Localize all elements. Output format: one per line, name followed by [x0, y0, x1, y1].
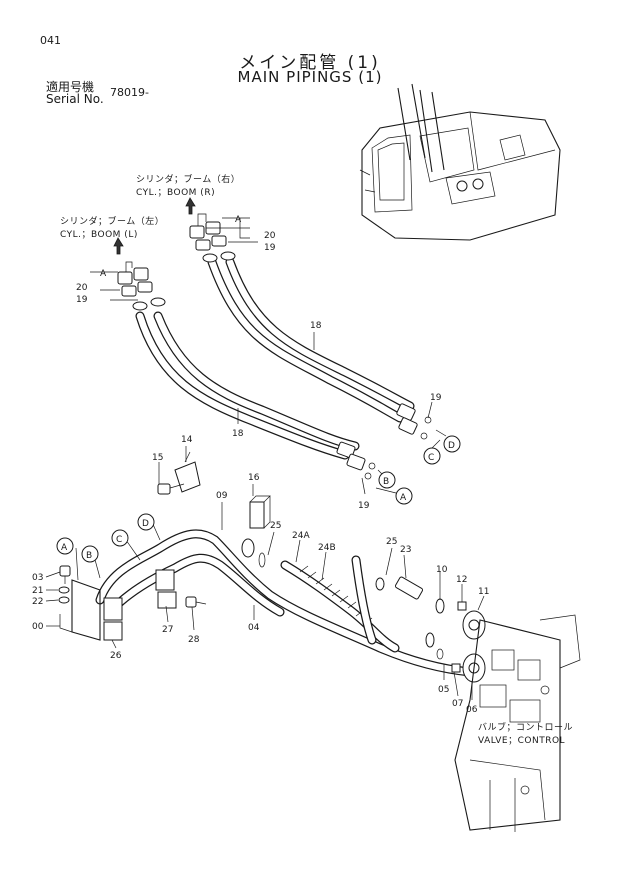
svg-text:C: C: [116, 535, 122, 545]
caption-valve-en: VALVE；CONTROL: [478, 736, 566, 746]
part-10: 10: [436, 565, 448, 575]
part-15: 15: [152, 453, 163, 463]
hose-assembly-boom-l: [117, 261, 376, 480]
leader-lines: [45, 217, 485, 700]
part-14: 14: [181, 435, 193, 445]
page-title-jp: メイン配管 (1): [239, 53, 381, 73]
part-18-lower: 18: [232, 429, 244, 439]
part-25-right: 25: [386, 537, 397, 547]
part-18-upper: 18: [310, 321, 322, 331]
part-27: 27: [162, 625, 173, 635]
part-19-bottom: 19: [358, 501, 370, 511]
part-20-lower: 20: [76, 283, 88, 293]
block-16: [249, 495, 271, 529]
flange-11: [457, 601, 486, 640]
flange-06: [451, 653, 486, 683]
caption-boom-l-jp: シリンダ；ブーム（左）: [60, 217, 165, 227]
caption-valve-jp: バルブ；コントロール: [478, 723, 574, 733]
bolt-28: [185, 596, 207, 608]
part-22: 22: [32, 597, 43, 607]
callout-A-lower: A: [56, 537, 74, 555]
flex-hose: [280, 555, 400, 653]
svg-text:D: D: [142, 519, 149, 529]
svg-text:A: A: [400, 493, 407, 503]
bracket-26: [59, 579, 123, 641]
part-06: 06: [466, 705, 478, 715]
part-19-upper: 19: [264, 243, 276, 253]
part-24A: 24A: [292, 531, 310, 541]
svg-text:A: A: [61, 543, 68, 553]
page-title-en: MAIN PIPINGS (1): [237, 68, 383, 86]
part-03: 03: [32, 573, 43, 583]
part-07: 07: [452, 699, 463, 709]
part-12: 12: [456, 575, 467, 585]
callout-C-lower: C: [111, 529, 129, 547]
callout-C-upper: C: [423, 447, 441, 465]
clamp-27: [155, 569, 177, 609]
ref-A-boom-r: A: [235, 215, 242, 225]
page-number: 041: [40, 34, 61, 47]
main-pipe: [95, 529, 475, 677]
callout-D-upper: D: [443, 435, 461, 453]
part-28: 28: [188, 635, 200, 645]
part-04: 04: [248, 623, 260, 633]
callout-B-lower: B: [81, 545, 99, 563]
excavator-sketch: [359, 83, 561, 241]
part-05: 05: [438, 685, 449, 695]
bolt-03: [58, 565, 71, 604]
part-23: 23: [400, 545, 411, 555]
part-19-right: 19: [430, 393, 442, 403]
part-16: 16: [248, 473, 260, 483]
hose-assembly-boom-r: [189, 213, 432, 440]
serial-label-en: Serial No.: [46, 92, 104, 106]
part-numbers: 20 19 20 19 18 18 19 19 14 15 16 09 25 2…: [32, 231, 489, 715]
cylinder-arrows: [113, 197, 196, 255]
ref-A-boom-l: A: [100, 269, 107, 279]
svg-text:B: B: [86, 551, 92, 561]
svg-text:D: D: [448, 441, 455, 451]
callout-A-upper: A: [395, 487, 413, 505]
svg-text:C: C: [428, 453, 434, 463]
part-00: 00: [32, 622, 44, 632]
svg-text:B: B: [383, 477, 389, 487]
clamp-14: [157, 451, 201, 495]
part-26: 26: [110, 651, 122, 661]
part-25-left: 25: [270, 521, 281, 531]
part-21: 21: [32, 586, 43, 596]
callout-B-upper: B: [378, 471, 396, 489]
fitting-23: [394, 576, 445, 660]
control-valve-sketch: [454, 614, 581, 832]
serial-label-jp: 適用号機: [46, 80, 95, 94]
serial-value: 78019-: [110, 86, 149, 99]
part-20-upper: 20: [264, 231, 276, 241]
callout-D-lower: D: [137, 513, 155, 531]
part-11: 11: [478, 587, 489, 597]
part-09: 09: [216, 491, 228, 501]
caption-boom-l-en: CYL.；BOOM (L): [60, 230, 138, 240]
caption-boom-r-en: CYL.；BOOM (R): [136, 188, 216, 198]
caption-boom-r-jp: シリンダ；ブーム（右）: [136, 175, 241, 185]
part-24B: 24B: [318, 543, 336, 553]
part-19-lower: 19: [76, 295, 88, 305]
